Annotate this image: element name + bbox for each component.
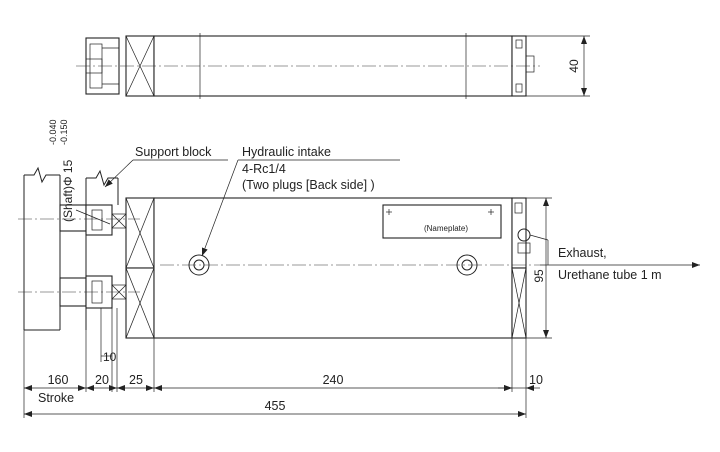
port-size-label: 4-Rc1/4 [242,162,286,176]
support-block-label: Support block [135,145,212,159]
front-view: (Nameplate) [18,166,540,339]
nameplate-label: (Nameplate) [424,224,468,233]
shaft-tol-upper: -0.040 [48,119,58,145]
dim-flange: 25 [129,373,143,387]
shaft-diameter: (Shaft)Φ 15 [61,159,75,222]
dim-block-inner: 10 [103,350,117,364]
stroke-label: Stroke [38,391,74,405]
exhaust-tube-label: Urethane tube 1 m [558,268,662,282]
plugs-note: (Two plugs [Back side] ) [242,178,375,192]
dim-body-height: 95 [532,269,546,283]
dim-total-length: 455 [265,399,286,413]
dim-block-width: 20 [95,373,109,387]
dim-end-length: 10 [529,373,543,387]
dimensions: 95 10 160 Stroke 20 25 240 10 455 [23,197,552,418]
annotations: -0.040 -0.150 (Shaft)Φ 15 Support block … [48,119,700,282]
hydraulic-intake-label: Hydraulic intake [242,145,331,159]
dim-body-length: 240 [323,373,344,387]
dim-top-height: 40 [567,59,581,73]
dim-stroke-length: 160 [48,373,69,387]
exhaust-label: Exhaust, [558,246,607,260]
shaft-tol-lower: -0.150 [59,119,69,145]
top-view: 40 [76,33,590,99]
